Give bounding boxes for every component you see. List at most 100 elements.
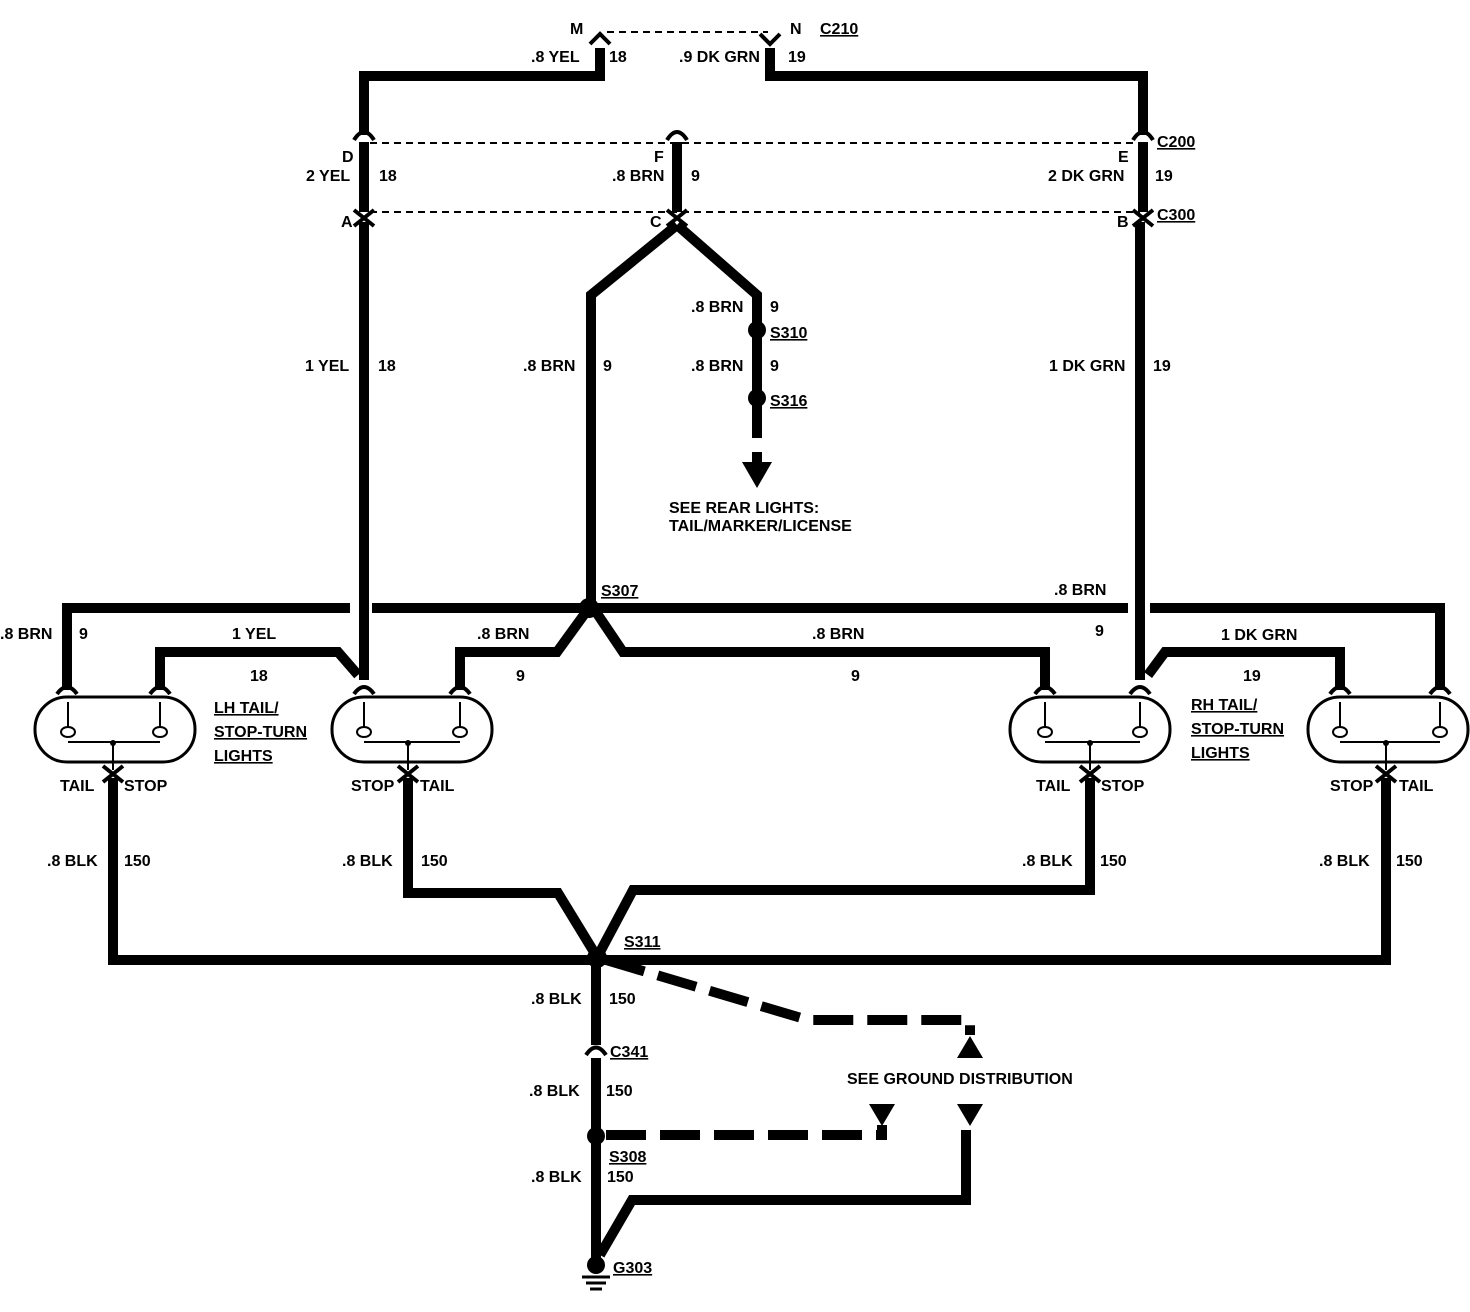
terminal-lamp-ground [1078, 764, 1102, 784]
splice-s310-dot [748, 321, 766, 339]
wire-color-label: 2 YEL [306, 168, 350, 185]
s316-label: S316 [770, 393, 807, 410]
upper-wiring [359, 48, 1148, 680]
wire-color-label: .8 YEL [531, 49, 580, 66]
wire-brn-9-to-s310 [673, 221, 762, 330]
terminal-lamp [352, 685, 376, 696]
wire-color-label: .8 BRN [477, 626, 529, 643]
wire-color-label: .8 BLK [531, 1169, 582, 1186]
wire-blk-rh-inner [595, 778, 1095, 955]
terminal-c341 [584, 1045, 608, 1057]
splice-s308-dot [587, 1127, 605, 1145]
circuit-number-label: 150 [1396, 853, 1423, 870]
lamp-lh-outer [33, 695, 197, 770]
c300-label: C300 [1157, 207, 1195, 224]
rh-lamp-title-line3: LIGHTS [1191, 745, 1250, 762]
terminal-lamp [148, 685, 172, 696]
terminal-lamp [1328, 685, 1352, 696]
tail-label: TAIL [420, 778, 455, 795]
terminal-lamp [1428, 685, 1452, 696]
stop-label: STOP [1330, 778, 1374, 795]
ground-distribution-note: SEE GROUND DISTRIBUTION [847, 1071, 1073, 1088]
bulb-icon [1037, 726, 1053, 738]
wire-dkgrn-rh-outer [1143, 647, 1345, 690]
terminal-lamp [1033, 685, 1057, 696]
wire-color-label: .8 BRN [612, 168, 664, 185]
wire-brn-rh-outer [1150, 603, 1445, 690]
circuit-number-label: 19 [1243, 668, 1261, 685]
terminal-c300-c [665, 208, 689, 228]
wire-blk-ground-return [595, 1130, 971, 1258]
wire-blk-lh-outer [108, 778, 594, 965]
tail-label: TAIL [60, 778, 95, 795]
circuit-number-label: 19 [788, 49, 806, 66]
wire-brn-lh-outer [62, 603, 350, 690]
lamp-bottom-terminals [101, 764, 1398, 784]
rh-lamp-title-line1: RH TAIL/ [1191, 697, 1258, 714]
terminal-c200-e [1131, 130, 1155, 142]
lamp-housing [33, 695, 197, 764]
tail-label: TAIL [1036, 778, 1071, 795]
ground-dist-arrow-down-icon [869, 1104, 895, 1126]
splices [579, 321, 766, 1274]
circuit-number-label: 150 [609, 991, 636, 1008]
lamp-top-terminals [55, 685, 1452, 696]
tail-label: TAIL [1399, 778, 1434, 795]
wire-color-label: .8 BRN [691, 299, 743, 316]
terminal-lamp [1128, 685, 1152, 696]
lamp-housing [330, 695, 494, 764]
bulb-junction [110, 740, 116, 746]
wire-color-label: .8 BLK [47, 853, 98, 870]
circuit-number-label: 150 [606, 1083, 633, 1100]
rear-lights-note-line1: SEE REAR LIGHTS: [669, 500, 819, 517]
bulb-icon [452, 726, 468, 738]
ground-symbol-icon [582, 1275, 610, 1291]
terminal-c300-b [1131, 208, 1155, 228]
circuit-number-label: 150 [607, 1169, 634, 1186]
circuit-number-label: 9 [1095, 623, 1104, 640]
bulb-filament-icon [363, 702, 461, 770]
wire-color-label: 1 YEL [305, 358, 349, 375]
terminal-lamp [55, 685, 79, 696]
bulb-filament-icon [1044, 702, 1141, 770]
wire-blk-lh-inner [403, 778, 599, 955]
wire-color-label: .8 BLK [1319, 853, 1370, 870]
circuit-number-label: 19 [1153, 358, 1171, 375]
s307-label: S307 [601, 583, 638, 600]
wire-color-label: 1 YEL [232, 626, 276, 643]
bulb-icon [1332, 726, 1348, 738]
splice-s311-dot [587, 948, 607, 968]
lh-lamp-title-line2: STOP-TURN [214, 724, 307, 741]
stop-label: STOP [351, 778, 395, 795]
circuit-number-label: 150 [421, 853, 448, 870]
pin-d-label: D [342, 149, 354, 166]
ground-dist-arrow-up-icon [957, 1036, 983, 1058]
bulb-icon [356, 726, 372, 738]
wire-brn-rh-inner [591, 609, 1050, 690]
wire-color-label: .8 BRN [0, 626, 52, 643]
wire-color-label: .8 BRN [523, 358, 575, 375]
bulb-filament-icon [1339, 702, 1441, 770]
lh-lamp-title-line3: LIGHTS [214, 748, 273, 765]
ground-wiring [108, 778, 1391, 1262]
connector-terminals [352, 31, 1155, 228]
lamp-lh-inner [330, 695, 494, 770]
lamp-rh-outer [1306, 695, 1470, 770]
terminal-lamp-ground [101, 764, 125, 784]
circuit-number-label: 19 [1155, 168, 1173, 185]
bulb-icon [1432, 726, 1448, 738]
circuit-number-label: 9 [691, 168, 700, 185]
wire-s311-ground-distribution [604, 955, 975, 1035]
terminal-c300-a [352, 208, 376, 228]
circuit-number-label: 150 [1100, 853, 1127, 870]
lh-lamp-title-line1: LH TAIL/ [214, 700, 279, 717]
wire-color-label: 2 DK GRN [1048, 168, 1124, 185]
circuit-number-label: 9 [603, 358, 612, 375]
pin-a-label: A [341, 214, 353, 231]
bulb-junction [1087, 740, 1093, 746]
pin-n-label: N [790, 21, 802, 38]
stop-label: STOP [124, 778, 168, 795]
s310-label: S310 [770, 325, 807, 342]
c210-label: C210 [820, 21, 858, 38]
brown-distribution [62, 603, 1445, 690]
